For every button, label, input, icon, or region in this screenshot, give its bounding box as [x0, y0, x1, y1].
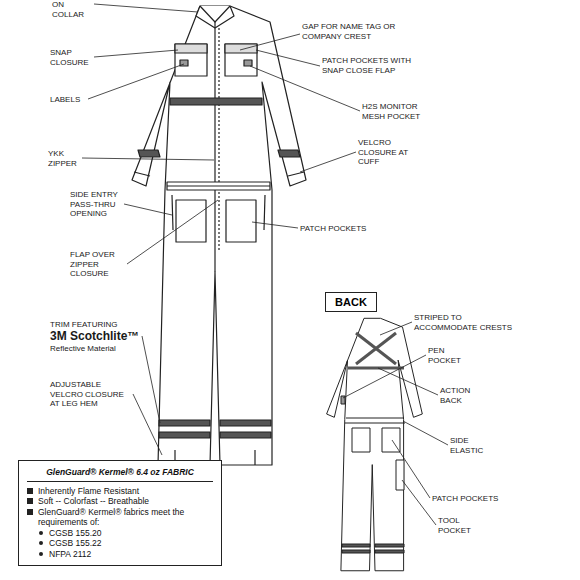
box-text: NFPA 2112 — [27, 549, 213, 560]
callout-label: FLAP OVER ZIPPER CLOSURE — [70, 250, 127, 279]
callout-label: SIDE ELASTIC — [450, 436, 490, 455]
box-heading: BACK — [334, 296, 368, 308]
box-text: Soft -- Colorfast -- Breathable — [27, 496, 213, 507]
fabric-info-box: GlenGuard® Kermel® 6.4 oz FABRIC Inherent… — [18, 460, 222, 566]
box-text: CGSB 155.20 — [27, 528, 213, 539]
callout-label: ADJUSTABLE VELCRO CLOSURE AT LEG HEM — [50, 380, 133, 409]
callout-label: H2S MONITOR MESH POCKET — [362, 102, 424, 121]
callout-label: SIDE ENTRY PASS-THRU OPENING — [70, 190, 124, 219]
callout-label: VELCRO CLOSURE AT CUFF — [358, 138, 408, 167]
callout-label: Reflective Material — [50, 344, 142, 354]
callout-label: LABELS — [50, 95, 88, 105]
callout-label: PEN POCKET — [428, 346, 468, 365]
box-text: GlenGuard® Kermel® fabrics meet the requ… — [27, 507, 213, 528]
callout-label: PATCH POCKETS — [300, 224, 380, 234]
view-label-box: BACK — [325, 292, 377, 312]
box-text: Inherently Flame Resistant — [27, 486, 213, 497]
callout-label: SNAP CLOSURE — [50, 48, 94, 67]
callout-label: PATCH POCKETS — [432, 494, 512, 504]
callout-label: TRIM FEATURING — [50, 320, 142, 330]
callout-label: PATCH POCKETS WITH SNAP CLOSE FLAP — [322, 56, 432, 75]
callout-label: TOOL POCKET — [438, 516, 478, 535]
callout-label: ON COLLAR — [52, 0, 94, 19]
callout-label: YKK ZIPPER — [48, 149, 82, 168]
callout-label: STRIPED TO ACCOMMODATE CRESTS — [414, 313, 524, 332]
callout-label: ACTION BACK — [440, 386, 480, 405]
box-text: CGSB 155.22 — [27, 538, 213, 549]
brand-name: 3M Scotchlite™ — [50, 330, 150, 343]
box-heading: GlenGuard® Kermel® 6.4 oz FABRIC — [27, 467, 213, 482]
callout-label: GAP FOR NAME TAG OR COMPANY CREST — [302, 22, 402, 41]
